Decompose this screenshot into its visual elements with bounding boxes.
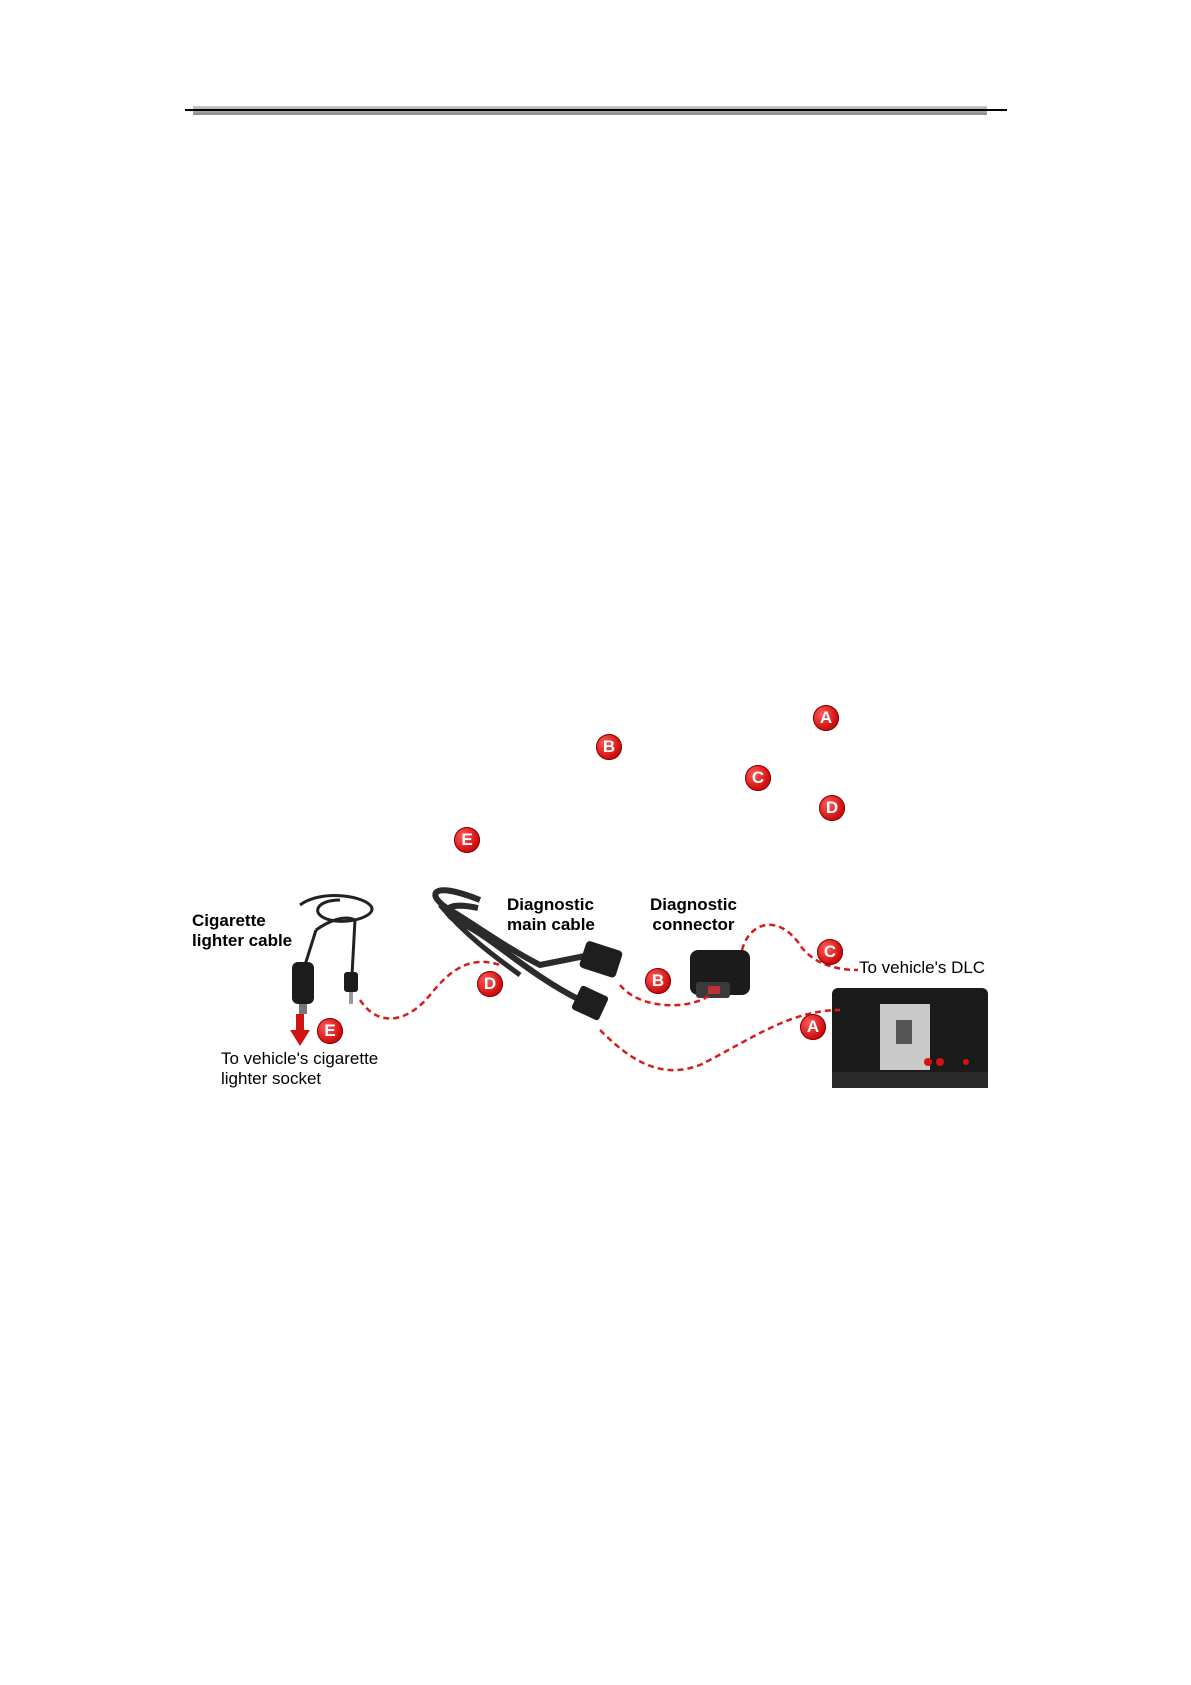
diagnostic-connector-label: Diagnostic connector [650, 895, 737, 935]
diagram-marker-d: D [477, 971, 503, 997]
connection-lines [360, 925, 858, 1070]
to-vehicle-dlc-label: To vehicle's DLC [859, 958, 985, 978]
diagram-marker-b: B [645, 968, 671, 994]
diagnostic-device-image [832, 988, 988, 1088]
diagram-marker-c: C [817, 939, 843, 965]
diagnostic-connector-image [690, 950, 750, 998]
diagnostic-main-cable-label: Diagnostic main cable [507, 895, 595, 935]
to-cigarette-socket-label: To vehicle's cigarette lighter socket [221, 1049, 378, 1089]
diagram-marker-a: A [800, 1014, 826, 1040]
diagram-marker-e: E [317, 1018, 343, 1044]
cigarette-lighter-cable-label: Cigarette lighter cable [192, 911, 292, 951]
cigarette-lighter-cable-image [292, 896, 372, 1014]
arrow-down-icon [290, 1014, 310, 1046]
